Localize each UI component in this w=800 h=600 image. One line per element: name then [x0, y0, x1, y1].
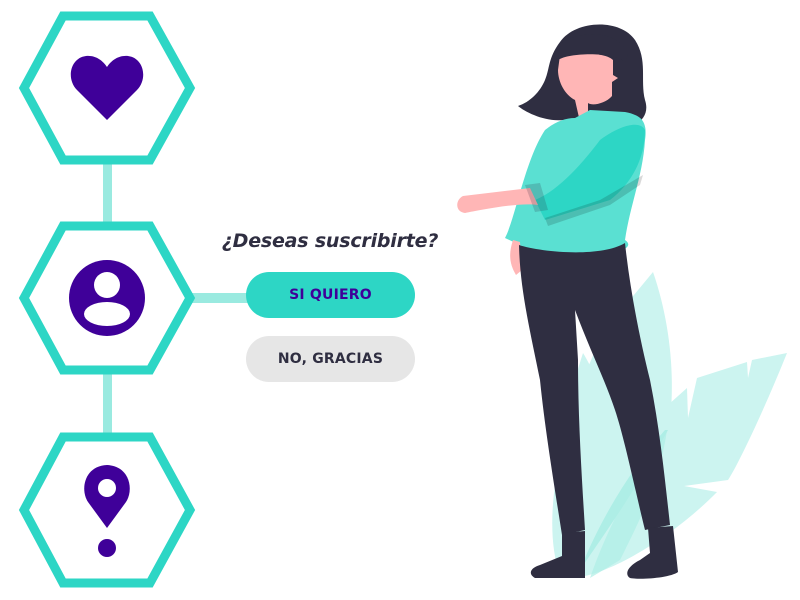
pants — [519, 243, 670, 535]
accept-button-label: SI QUIERO — [289, 287, 372, 303]
arm — [457, 188, 538, 213]
decline-subscribe-button[interactable]: NO, GRACIAS — [246, 336, 415, 382]
face — [558, 53, 618, 122]
step-heart — [18, 11, 196, 165]
shoe-right — [627, 526, 678, 579]
heart-icon — [70, 55, 144, 120]
subscribe-question: ¿Deseas suscribirte? — [221, 230, 439, 252]
connector-vertical-bottom — [103, 372, 112, 438]
location-pin-icon — [84, 465, 130, 557]
shoe-left — [530, 531, 585, 578]
user-icon — [69, 260, 145, 336]
connector-horizontal — [190, 293, 250, 303]
accept-subscribe-button[interactable]: SI QUIERO — [246, 272, 415, 318]
step-user — [18, 221, 196, 375]
decline-button-label: NO, GRACIAS — [277, 351, 384, 367]
step-location — [18, 432, 196, 588]
connector-vertical-top — [103, 160, 112, 226]
